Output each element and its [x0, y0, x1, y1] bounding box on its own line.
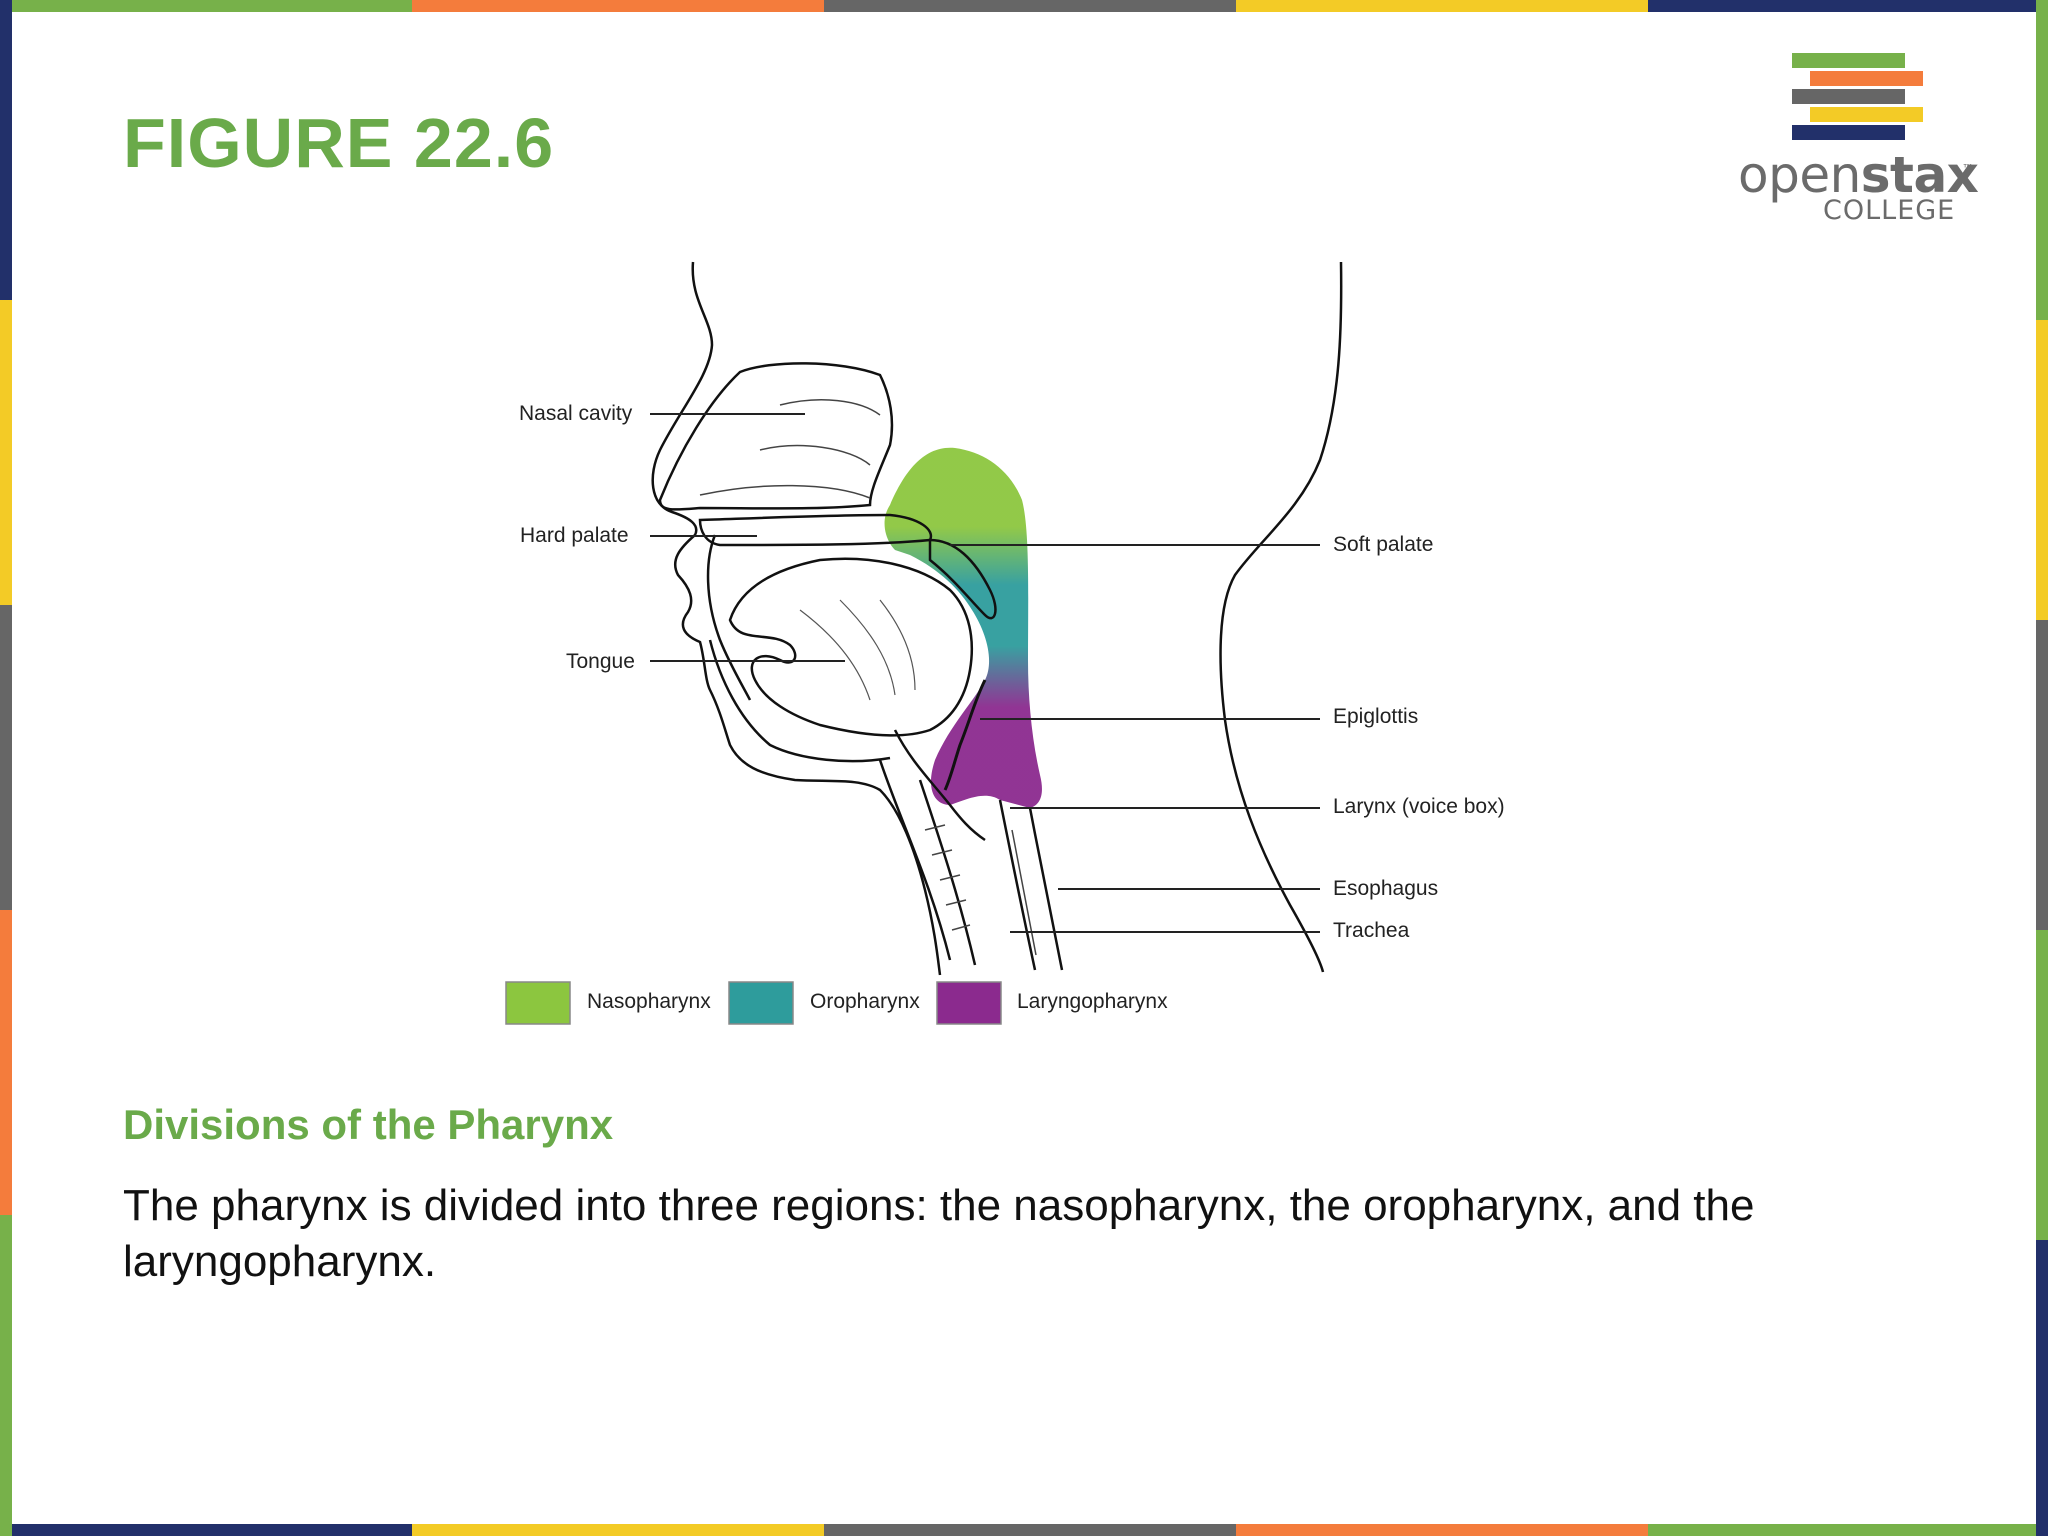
hard-palate-shape: [698, 513, 933, 547]
border-bottom-1: [0, 1524, 412, 1536]
diagram-legend: Nasopharynx Oropharynx Laryngopharynx: [505, 981, 1168, 1025]
neck-back-line: [1219, 261, 1343, 973]
larynx-shape: [893, 729, 986, 842]
border-left-1: [0, 0, 12, 300]
border-top-3: [824, 0, 1236, 12]
label-epiglottis: Epiglottis: [1333, 705, 1418, 728]
esophagus-front: [998, 799, 1037, 971]
border-top-2: [412, 0, 824, 12]
nasal-concha-3: [699, 484, 871, 499]
border-bottom-4: [1236, 1524, 1648, 1536]
nasal-cavity-outline: [658, 362, 894, 511]
border-top-5: [1648, 0, 2048, 12]
nasal-concha-2: [759, 444, 871, 466]
logo-bar-3: [1792, 89, 1905, 104]
border-left-4: [0, 910, 12, 1215]
label-hard-palate: Hard palate: [520, 524, 629, 547]
face-profile: [651, 261, 942, 976]
logo-subtitle: COLLEGE: [1823, 195, 1956, 226]
border-bottom-5: [1648, 1524, 2048, 1536]
trachea-back: [918, 779, 977, 966]
esophagus-inner: [1011, 829, 1037, 956]
page-title: FIGURE 22.6: [123, 104, 555, 182]
caption-title: Divisions of the Pharynx: [123, 1101, 614, 1148]
trachea-front: [878, 759, 952, 961]
logo-bar-1: [1792, 53, 1905, 68]
tongue-shape: [728, 557, 974, 737]
jaw: [708, 639, 891, 763]
trachea-rings: [924, 824, 971, 931]
caption-body: The pharynx is divided into three region…: [123, 1181, 1755, 1286]
border-right-3: [2036, 620, 2048, 930]
label-larynx: Larynx (voice box): [1333, 795, 1505, 818]
border-left-2: [0, 300, 12, 605]
pharynx-colored-region: [884, 447, 1042, 808]
legend-label-nasopharynx: Nasopharynx: [587, 990, 711, 1013]
label-nasal-cavity: Nasal cavity: [519, 402, 633, 425]
logo-bar-5: [1792, 125, 1905, 140]
tongue-muscle-1: [799, 609, 871, 701]
label-esophagus: Esophagus: [1333, 877, 1438, 900]
border-top-1: [0, 0, 412, 12]
border-bottom-3: [824, 1524, 1236, 1536]
soft-palate-shape: [928, 538, 997, 620]
label-soft-palate: Soft palate: [1333, 533, 1433, 556]
label-tongue: Tongue: [566, 650, 635, 673]
tongue-muscle-3: [879, 599, 916, 691]
esophagus-back: [1028, 807, 1064, 971]
border-top-4: [1236, 0, 1648, 12]
border-right-1: [2036, 0, 2048, 320]
border-left-3: [0, 605, 12, 910]
epiglottis-shape: [943, 679, 987, 791]
nasal-concha-1: [779, 399, 881, 416]
border-bottom-2: [412, 1524, 824, 1536]
label-trachea: Trachea: [1333, 919, 1410, 942]
legend-label-oropharynx: Oropharynx: [810, 990, 920, 1013]
logo-trademark: ™: [1962, 162, 1974, 176]
border-right-4: [2036, 930, 2048, 1240]
logo-word-bold: stax: [1860, 146, 1979, 204]
legend-swatch-oropharynx: [728, 981, 794, 1025]
legend-swatch-nasopharynx: [505, 981, 571, 1025]
logo-bar-4: [1810, 107, 1923, 122]
logo-bar-2: [1810, 71, 1923, 86]
tongue-muscle-2: [839, 599, 896, 696]
openstax-logo: [1735, 50, 1985, 235]
logo-word-light: open: [1738, 146, 1861, 204]
border-left-5: [0, 1215, 12, 1536]
border-right-2: [2036, 320, 2048, 620]
legend-label-laryngopharynx: Laryngopharynx: [1017, 990, 1168, 1013]
border-right-5: [2036, 1240, 2048, 1536]
logo-wordmark: openstax: [1738, 150, 1979, 200]
lips: [706, 534, 752, 701]
legend-swatch-laryngopharynx: [936, 981, 1002, 1025]
